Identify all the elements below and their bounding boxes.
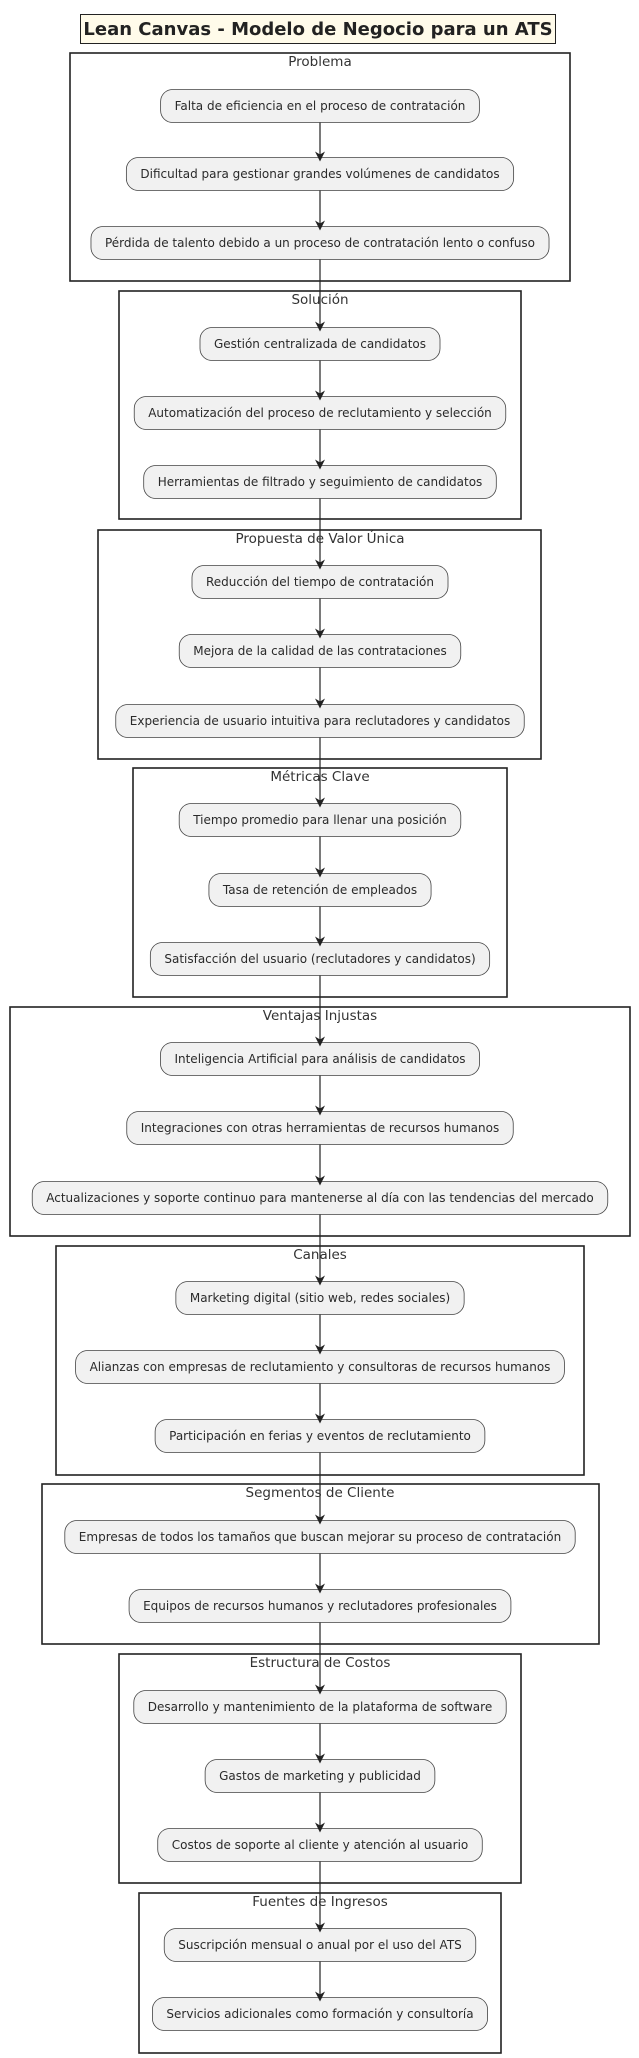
section-title: Ventajas Injustas bbox=[262, 1008, 378, 1024]
activity-label: Integraciones con otras herramientas de … bbox=[140, 1121, 500, 1135]
activity-label: Dificultad para gestionar grandes volúme… bbox=[140, 167, 500, 181]
activity-label: Participación en ferias y eventos de rec… bbox=[169, 1429, 471, 1443]
activity-label: Reducción del tiempo de contratación bbox=[205, 575, 435, 589]
activity-label: Suscripción mensual o anual por el uso d… bbox=[178, 1938, 462, 1952]
activity-label: Experiencia de usuario intuitiva para re… bbox=[129, 714, 511, 728]
activity-label: Gestión centralizada de candidatos bbox=[213, 337, 427, 351]
activity-label: Falta de eficiencia en el proceso de con… bbox=[174, 99, 466, 113]
section-title: Segmentos de Cliente bbox=[245, 1485, 395, 1501]
section-title: Solución bbox=[291, 292, 349, 308]
section-title: Fuentes de Ingresos bbox=[252, 1894, 388, 1910]
activity-label: Alianzas con empresas de reclutamiento y… bbox=[89, 1360, 551, 1374]
activity-label: Tasa de retención de empleados bbox=[222, 883, 418, 897]
section-title: Problema bbox=[288, 54, 352, 70]
section-title: Métricas Clave bbox=[270, 769, 370, 785]
activity-label: Automatización del proceso de reclutamie… bbox=[148, 406, 492, 420]
activity-label: Satisfacción del usuario (reclutadores y… bbox=[164, 952, 476, 966]
activity-label: Inteligencia Artificial para análisis de… bbox=[174, 1052, 466, 1066]
diagram-title: Lean Canvas - Modelo de Negocio para un … bbox=[80, 14, 556, 44]
activity-label: Tiempo promedio para llenar una posición bbox=[193, 813, 447, 827]
activity-label: Mejora de la calidad de las contratacion… bbox=[193, 644, 447, 658]
activity-label: Gastos de marketing y publicidad bbox=[219, 1769, 421, 1783]
activity-label: Marketing digital (sitio web, redes soci… bbox=[189, 1291, 451, 1305]
activity-label: Equipos de recursos humanos y reclutador… bbox=[143, 1599, 497, 1613]
activity-label: Costos de soporte al cliente y atención … bbox=[171, 1838, 469, 1852]
activity-label: Herramientas de filtrado y seguimiento d… bbox=[157, 475, 483, 489]
activity-label: Servicios adicionales como formación y c… bbox=[166, 2007, 474, 2021]
activity-label: Actualizaciones y soporte continuo para … bbox=[46, 1191, 594, 1205]
activity-label: Pérdida de talento debido a un proceso d… bbox=[104, 236, 536, 250]
activity-label: Empresas de todos los tamaños que buscan… bbox=[78, 1530, 562, 1544]
section-title: Canales bbox=[293, 1247, 347, 1263]
section-title: Estructura de Costos bbox=[249, 1655, 391, 1671]
section-title: Propuesta de Valor Única bbox=[235, 531, 405, 547]
activity-label: Desarrollo y mantenimiento de la platafo… bbox=[147, 1700, 493, 1714]
